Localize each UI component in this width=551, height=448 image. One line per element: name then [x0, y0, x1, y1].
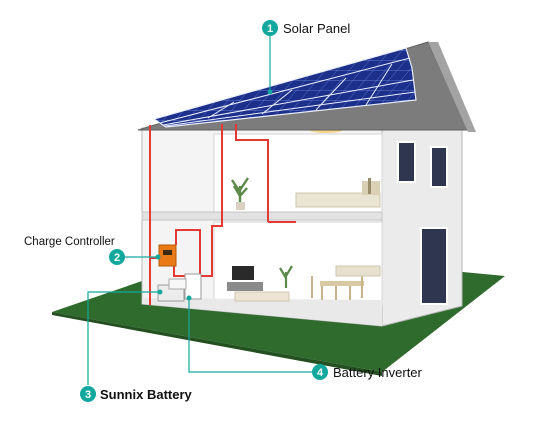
solar-panel-grid: [159, 57, 416, 127]
callout-sunnix-battery: 3 Sunnix Battery: [80, 386, 193, 402]
bed: [295, 192, 381, 208]
wiring: [173, 262, 188, 277]
leader-dot: [186, 295, 192, 301]
callout-label: Solar Panel: [283, 21, 350, 36]
callout-number: 3: [85, 389, 91, 401]
charge-controller-device: [158, 244, 177, 267]
leader-dot: [155, 254, 161, 260]
dining-chairs: [311, 276, 363, 300]
leader-dot: [157, 289, 163, 295]
ground-floor: [142, 298, 382, 326]
callout-badge: [109, 249, 125, 265]
callout-solar-panel: 1 Solar Panel: [262, 20, 350, 36]
callout-charge-controller: Charge Controller 2: [24, 236, 125, 265]
battery-device: [168, 278, 187, 290]
callout-number: 4: [317, 367, 324, 379]
plant-icon: [279, 265, 293, 288]
callout-badge: [80, 386, 96, 402]
side-window: [430, 146, 448, 188]
roof-edge: [428, 42, 476, 132]
wiring: [235, 124, 296, 223]
lawn-shadow: [52, 312, 382, 376]
callout-battery-inverter: 4 Battery Inverter: [312, 364, 423, 380]
callout-number: 1: [267, 23, 273, 35]
floor-slab: [141, 211, 383, 221]
callout-badge: [262, 20, 278, 36]
leader-line-sunnix-battery: [87, 291, 160, 385]
lamp-stand: [368, 178, 371, 194]
tv-stand: [227, 282, 263, 291]
wiring: [196, 124, 223, 277]
dining-table: [320, 281, 364, 286]
controller-display: [163, 250, 172, 255]
plant-icon: [231, 177, 249, 204]
callout-label: Battery Inverter: [333, 365, 423, 380]
tv-screen: [232, 266, 254, 280]
kitchen-counter: [335, 265, 381, 277]
callout-label: Charge Controller: [24, 236, 115, 248]
leader-dot: [267, 89, 273, 95]
sofa: [234, 291, 290, 302]
wiring: [175, 229, 201, 280]
plant-pot: [236, 202, 245, 210]
side-door: [420, 227, 448, 305]
inverter-device: [184, 273, 202, 300]
callout-badge: [312, 364, 328, 380]
callout-number: 2: [114, 252, 120, 264]
callout-label: Sunnix Battery: [100, 387, 193, 402]
side-window: [397, 141, 416, 183]
leader-line-battery-inverter: [188, 298, 312, 373]
